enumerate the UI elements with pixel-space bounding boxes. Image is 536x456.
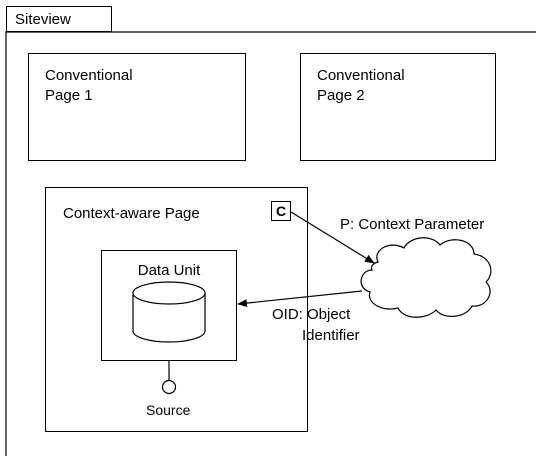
object-identifier-label-line2: Identifier: [302, 327, 360, 344]
data-unit-title: Data Unit: [137, 262, 201, 279]
object-identifier-label-line1: OID: Object: [272, 306, 351, 323]
conventional-page-1-line2: Page 1: [45, 87, 93, 104]
conventional-page-2[interactable]: Conventional Page 2: [300, 53, 496, 161]
source-label: Source: [146, 402, 191, 418]
context-badge-letter: C: [275, 203, 287, 219]
cloud-icon[interactable]: [360, 237, 492, 318]
context-parameter-label: P: Context Parameter: [340, 216, 485, 233]
conventional-page-2-line1: Conventional: [317, 67, 405, 84]
conventional-page-2-line2: Page 2: [317, 87, 365, 104]
siteview-tab[interactable]: Siteview: [6, 6, 112, 32]
siteview-tab-label: Siteview: [15, 11, 71, 28]
conventional-page-1-line1: Conventional: [45, 67, 133, 84]
conventional-page-1[interactable]: Conventional Page 1: [28, 53, 246, 161]
context-badge[interactable]: C: [271, 201, 291, 221]
data-unit[interactable]: Data Unit: [101, 250, 237, 361]
context-aware-page-title: Context-aware Page: [63, 205, 200, 222]
